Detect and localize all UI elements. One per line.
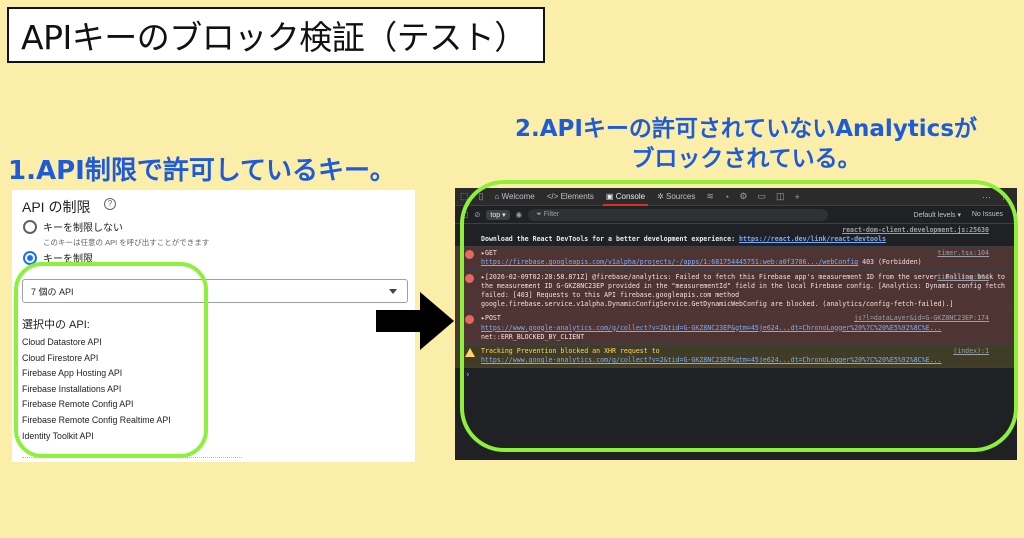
welcome-icon: ⌂ (494, 191, 500, 201)
api-select-dropdown[interactable]: 7 個の API (22, 279, 408, 303)
radio-off-icon[interactable] (23, 220, 37, 234)
help-icon[interactable]: ? (104, 198, 116, 210)
selected-api-list: Cloud Datastore API Cloud Firestore API … (22, 335, 171, 444)
message-text[interactable]: ▸[2026-02-09T02:28:58.871Z] @firebase/an… (481, 272, 1006, 309)
tab-elements[interactable]: </> Elements (541, 188, 600, 206)
message-source-link[interactable]: timer.tsx:104 (937, 249, 989, 258)
layers-icon[interactable]: ◫ (775, 191, 785, 201)
warning-icon (465, 348, 475, 358)
api-item: Cloud Firestore API (22, 352, 99, 363)
message-link[interactable]: https://www.google-analytics.com/g/colle… (481, 356, 942, 365)
message-error-code: net::ERR_BLOCKED_BY_CLIENT (481, 332, 585, 341)
caption-left: 1.API制限で許可しているキー。 (8, 156, 396, 186)
message-source-link[interactable]: react-dom-client.development.js:25630 (842, 226, 989, 234)
message-title[interactable]: ▸POST (481, 314, 501, 323)
network-icon[interactable]: ≋ (706, 191, 714, 201)
error-icon (465, 273, 474, 283)
message-link[interactable]: https://www.google-analytics.com/g/colle… (481, 323, 942, 332)
console-message-warning: (index):1 Tracking Prevention blocked an… (455, 345, 1017, 369)
api-restrictions-title: API の制限 (22, 199, 91, 215)
eye-icon[interactable]: ◉ (515, 210, 523, 219)
clear-console-icon[interactable]: ⊘ (474, 210, 481, 219)
more-icon[interactable]: ⋯ (981, 191, 991, 202)
api-item: Firebase Installations API (22, 383, 122, 394)
radio-no-restriction-label: キーを制限しない (43, 223, 123, 234)
api-item: Firebase Remote Config API (22, 399, 134, 410)
divider (22, 457, 242, 462)
message-source-link[interactable]: js?l=dataLayer&id=G-GKZ8NC23EP:174 (854, 314, 989, 323)
chevron-down-icon (389, 289, 397, 294)
message-link[interactable]: https://react.dev/link/react-devtools (739, 235, 886, 243)
tab-welcome-label: Welcome (501, 191, 535, 201)
inspect-icon[interactable]: ⬚ (460, 191, 469, 201)
api-item: Firebase Remote Config Realtime API (22, 414, 171, 425)
console-prompt[interactable]: › (465, 370, 471, 381)
api-item: Identity Toolkit API (22, 430, 94, 441)
radio-restrict-key[interactable]: キーを制限 (23, 250, 93, 265)
error-icon (465, 315, 474, 325)
message-title[interactable]: ▸GET (481, 249, 497, 258)
devtools-tab-bar: ⬚ ▯ ⌂ Welcome </> Elements ▣ Console ✲ S… (455, 188, 1017, 206)
selected-apis-title: 選択中の API: (22, 319, 90, 331)
error-icon (465, 250, 474, 260)
message-source-link[interactable]: (index):1 (953, 347, 989, 356)
tab-welcome[interactable]: ⌂ Welcome (488, 188, 540, 206)
console-message-error-post: js?l=dataLayer&id=G-GKZ8NC23EP:174 ▸POST… (455, 312, 1017, 346)
tab-sources-label: Sources (666, 191, 696, 201)
log-levels-select[interactable]: Default levels ▾ (913, 212, 961, 219)
console-message-error-get: timer.tsx:104 ▸GET https://firebase.goog… (455, 247, 1017, 271)
radio-restrict-key-label: キーを制限 (43, 254, 93, 265)
plus-icon[interactable]: + (794, 191, 800, 202)
devtools-right-controls: ⋯ ? (977, 188, 1011, 206)
page-title: APIキーのブロック検証（テスト） (7, 7, 545, 63)
caption-right-line2: ブロックされている。 (631, 146, 861, 172)
console-message-error-analytics: timer.tsx:104 ▸[2026-02-09T02:28:58.871Z… (455, 270, 1017, 313)
api-select-value: 7 個の API (31, 286, 74, 297)
device-toolbar-icon[interactable]: ▯ (478, 191, 484, 201)
caption-right-line1: 2.APIキーの許可されていないAnalyticsが (514, 116, 978, 142)
application-icon[interactable]: ▭ (757, 191, 766, 201)
caption-right: 2.APIキーの許可されていないAnalyticsが ブロックされている。 (478, 114, 1014, 174)
message-link[interactable]: https://firebase.googleapis.com/v1alpha/… (481, 258, 859, 267)
console-icon: ▣ (605, 191, 614, 201)
right-arrow-icon (376, 292, 454, 350)
api-item: Cloud Datastore API (22, 337, 102, 347)
devtools-window: ⬚ ▯ ⌂ Welcome </> Elements ▣ Console ✲ S… (455, 188, 1017, 460)
filter-placeholder: Filter (543, 210, 560, 218)
message-source-link[interactable]: timer.tsx:104 (937, 272, 989, 281)
tab-sources[interactable]: ✲ Sources (651, 188, 701, 206)
message-text: Tracking Prevention blocked an XHR reque… (481, 347, 660, 356)
message-text: Download the React DevTools for a better… (481, 235, 740, 243)
radio-no-restriction-sub: このキーは任意の API を呼び出すことができます (43, 238, 210, 247)
console-message-info: react-dom-client.development.js:25630 Do… (455, 224, 1017, 248)
code-icon: </> (546, 191, 559, 201)
tab-console-label: Console (615, 191, 646, 201)
tab-console[interactable]: ▣ Console (600, 188, 651, 206)
sidebar-toggle-icon[interactable]: ◧ (461, 210, 469, 219)
console-toolbar: ◧ ⊘ top ▾ ◉ ⏷ Filter Default levels ▾ No… (455, 206, 1017, 224)
filter-icon: ⏷ (536, 210, 542, 218)
api-item: Firebase App Hosting API (22, 368, 123, 379)
issues-counter[interactable]: No Issues (971, 211, 1003, 218)
tab-elements-label: Elements (560, 191, 594, 201)
help-circle-icon[interactable]: ? (1000, 192, 1006, 202)
filter-input[interactable]: ⏷ Filter (528, 208, 829, 221)
settings-gear-icon[interactable]: ⚙ (739, 191, 748, 201)
message-status: 403 (Forbidden) (858, 258, 922, 267)
performance-icon[interactable]: ◔ (723, 191, 730, 202)
radio-on-icon[interactable] (23, 251, 37, 265)
radio-no-restriction[interactable]: キーを制限しない このキーは任意の API を呼び出すことができます (23, 219, 209, 248)
context-select[interactable]: top ▾ (486, 209, 510, 220)
bug-icon: ✲ (657, 191, 664, 201)
api-restrictions-panel: API の制限 ? キーを制限しない このキーは任意の API を呼び出すことが… (12, 190, 415, 462)
